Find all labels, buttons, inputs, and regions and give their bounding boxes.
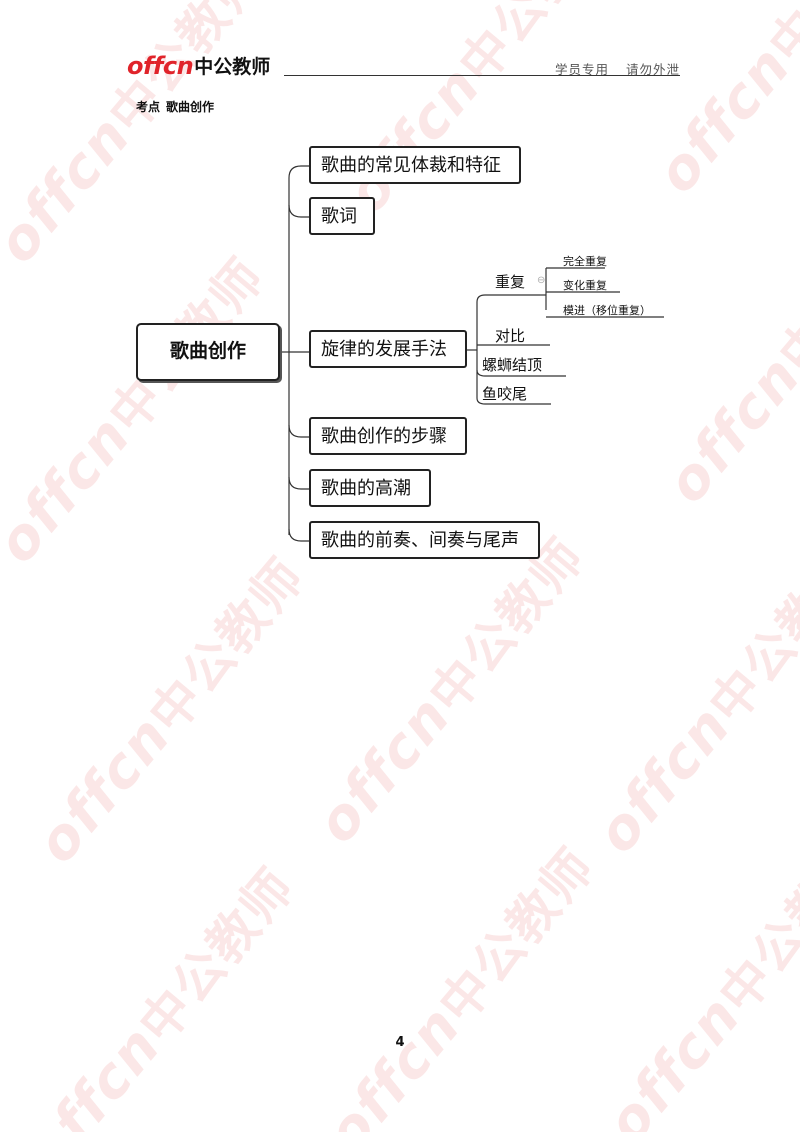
method-spiral-top: 螺蛳结顶 bbox=[482, 356, 543, 374]
branch-node-melody-development: 旋律的发展手法 bbox=[309, 330, 467, 368]
method-contrast: 对比 bbox=[495, 327, 526, 345]
branch-node-creation-steps: 歌曲创作的步骤 bbox=[309, 417, 467, 455]
logo-latin: offcn bbox=[127, 52, 194, 80]
branch-node-prelude-interlude-coda: 歌曲的前奏、间奏与尾声 bbox=[309, 521, 540, 559]
header-divider bbox=[284, 75, 680, 76]
header-notice: 学员专用 请勿外泄 bbox=[543, 59, 680, 78]
branch-node-lyrics: 歌词 bbox=[309, 197, 375, 235]
mindmap-root-node: 歌曲创作 bbox=[136, 323, 280, 381]
collapse-icon: ⊖ bbox=[537, 275, 546, 286]
topic-heading: 考点歌曲创作 bbox=[136, 98, 214, 115]
repeat-type-exact: 完全重复 bbox=[563, 255, 607, 268]
brand-logo: offcn 中公教师 bbox=[127, 54, 270, 78]
topic-prefix: 考点 bbox=[136, 100, 161, 114]
logo-chinese: 中公教师 bbox=[194, 56, 271, 78]
method-fish-bites-tail: 鱼咬尾 bbox=[482, 385, 528, 403]
repeat-type-varied: 变化重复 bbox=[563, 279, 607, 292]
page-number: 4 bbox=[395, 1035, 405, 1050]
header-label-students-only: 学员专用 bbox=[554, 62, 609, 77]
branch-node-climax: 歌曲的高潮 bbox=[309, 469, 431, 507]
repeat-type-sequence: 模进（移位重复） bbox=[563, 304, 651, 317]
method-repetition: 重复 bbox=[495, 273, 526, 291]
topic-title: 歌曲创作 bbox=[166, 100, 215, 114]
branch-node-genres: 歌曲的常见体裁和特征 bbox=[309, 146, 521, 184]
header-label-do-not-leak: 请勿外泄 bbox=[625, 62, 680, 77]
